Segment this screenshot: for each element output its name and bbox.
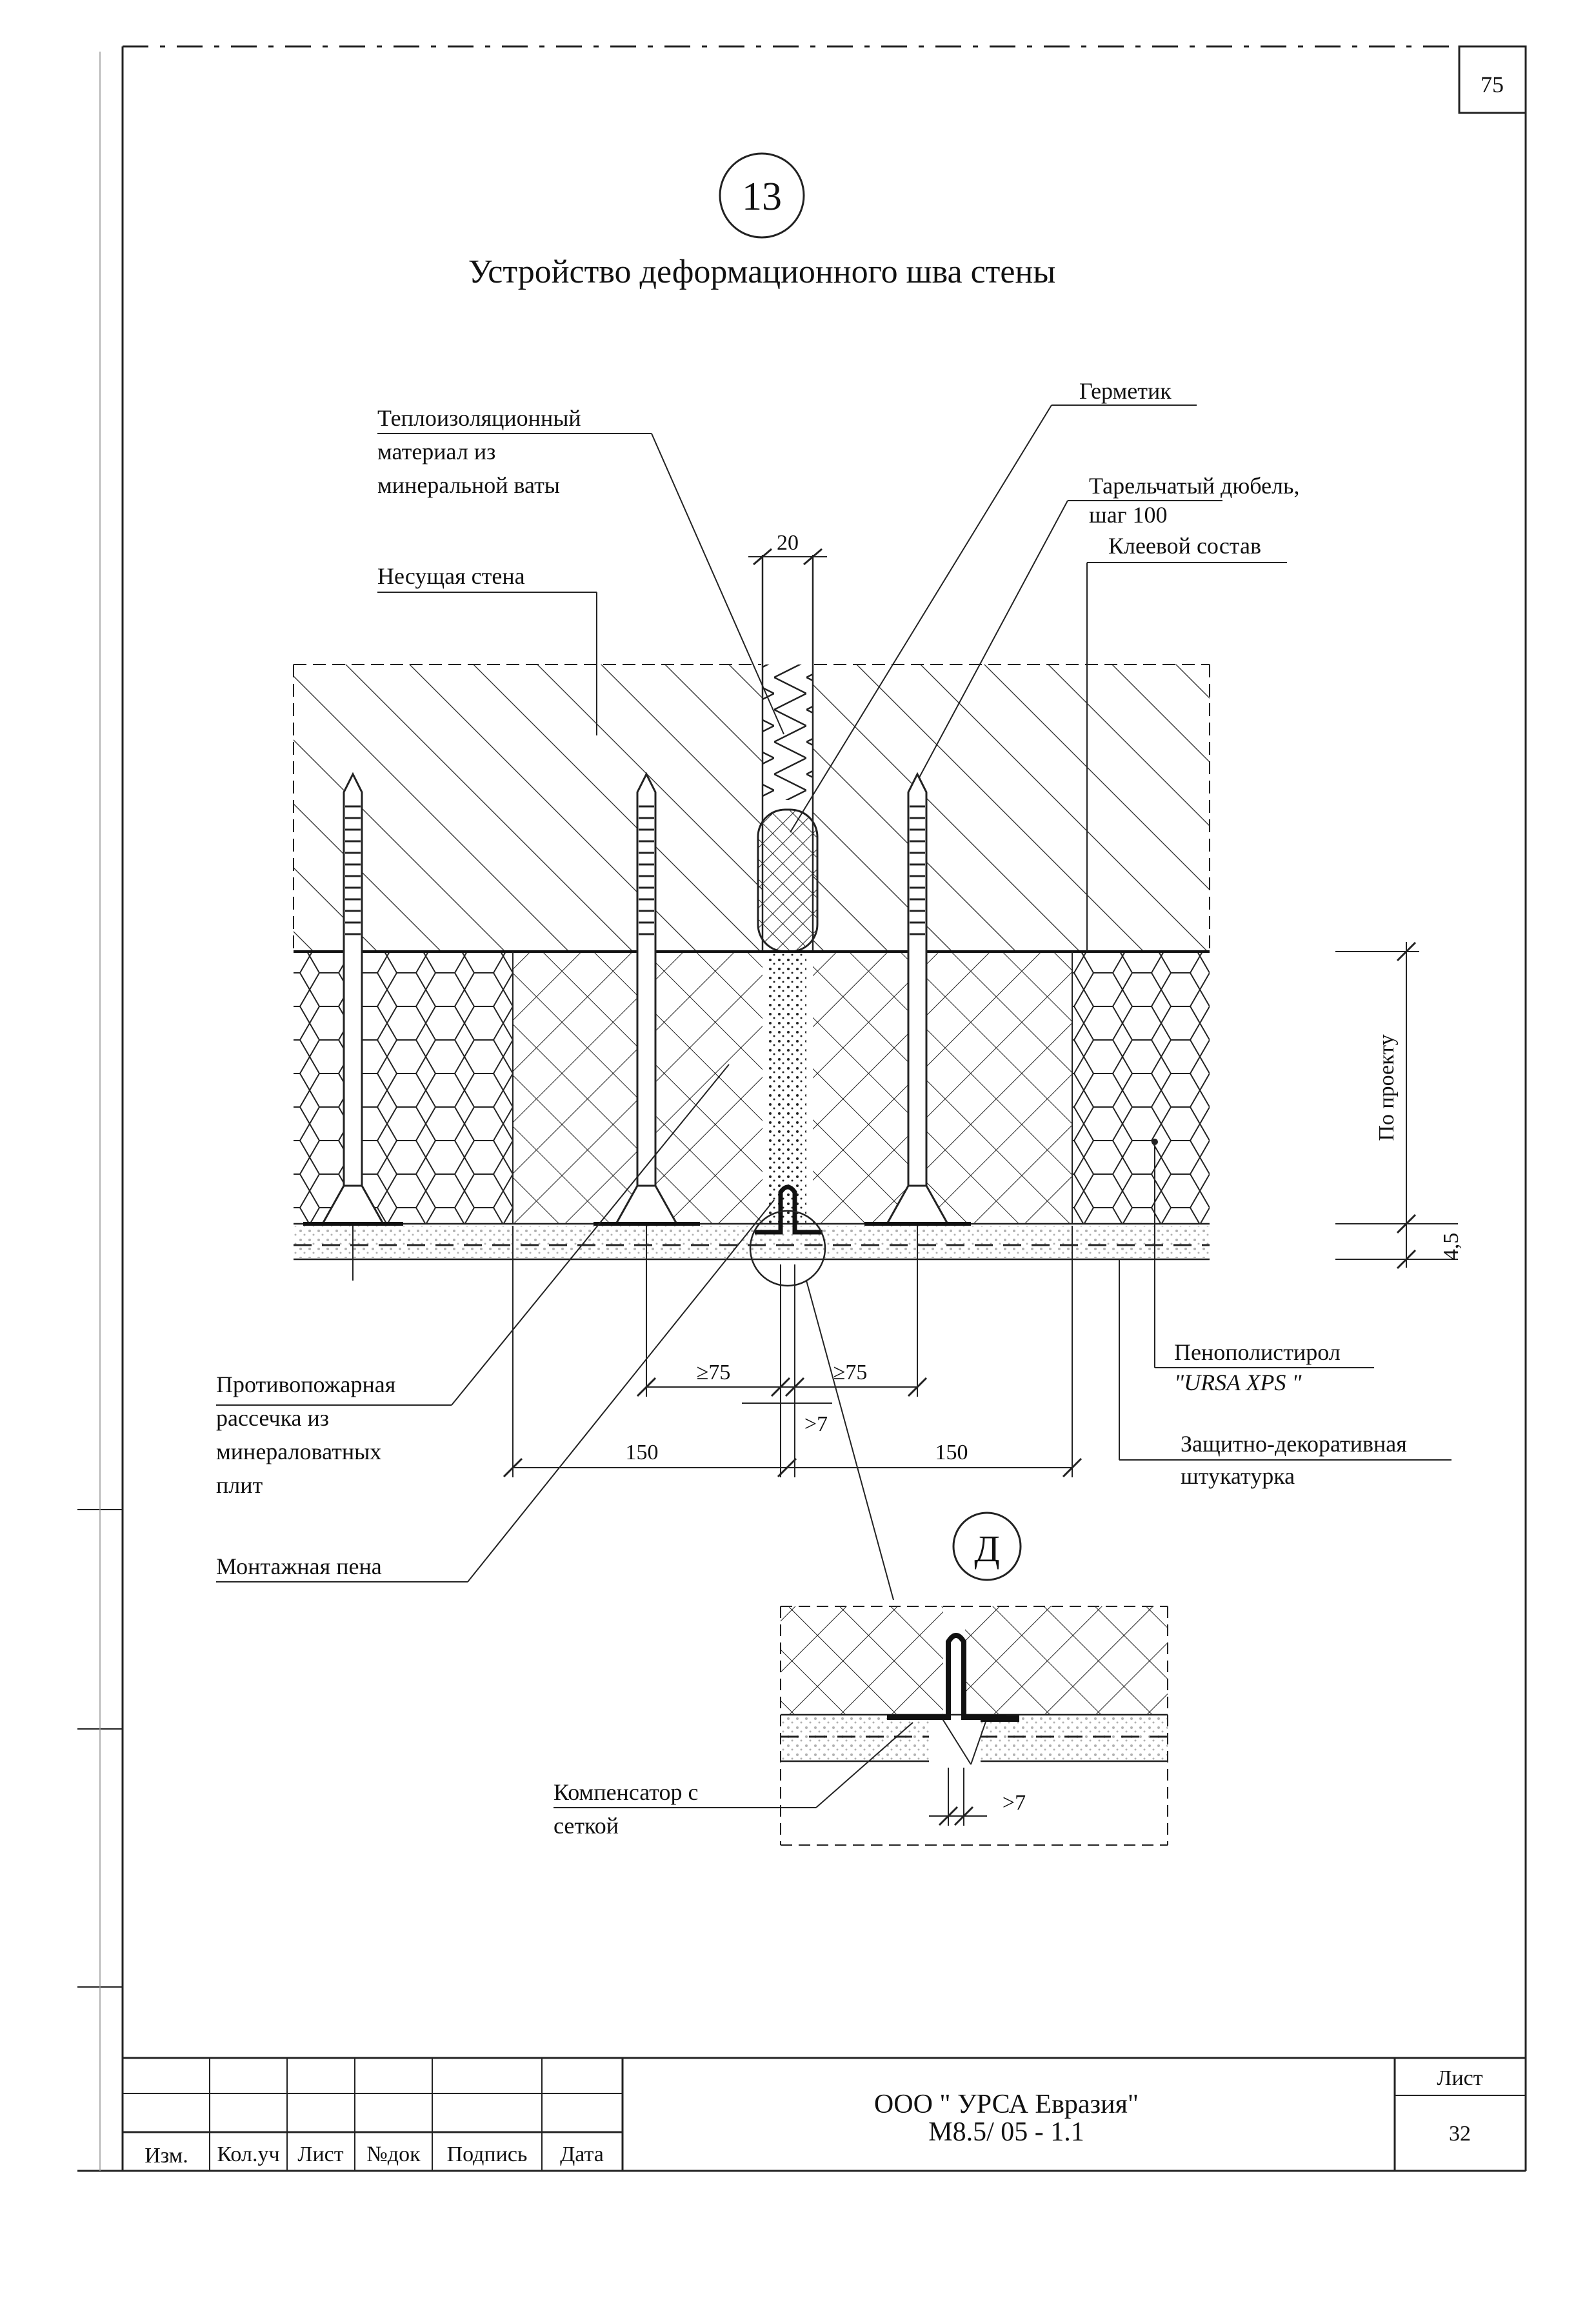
- tb-col-ndok: №док: [366, 2142, 421, 2166]
- label-compensator: Компенсатор с сеткой: [554, 1722, 913, 1839]
- svg-text:рассечка из: рассечка из: [216, 1405, 329, 1431]
- label-fire-break: Противопожарная рассечка из минераловатн…: [216, 1064, 730, 1498]
- tb-sheet-label: Лист: [1437, 2066, 1482, 2090]
- label-foam: Монтажная пена: [216, 1199, 775, 1582]
- callout-d-marker: Д: [952, 1512, 1022, 1581]
- label-sealant: Герметик: [790, 378, 1197, 833]
- svg-text:Монтажная пена: Монтажная пена: [216, 1553, 382, 1579]
- svg-text:Компенсатор с: Компенсатор с: [554, 1779, 699, 1805]
- svg-text:плит: плит: [216, 1472, 263, 1498]
- label-bearing-wall: Несущая стена: [377, 563, 597, 735]
- polystyrene-right: [1072, 952, 1210, 1224]
- bearing-wall: [293, 664, 1210, 952]
- drawing-title: Устройство деформационного шва стены: [468, 254, 1056, 290]
- tb-col-data: Дата: [560, 2142, 604, 2166]
- svg-text:минеральной ваты: минеральной ваты: [377, 472, 560, 498]
- svg-text:≥75: ≥75: [833, 1361, 868, 1384]
- detail-number-marker: 13: [719, 152, 805, 239]
- tb-col-izm: Изм.: [145, 2144, 188, 2168]
- label-polystyrene: Пенополистирол "URSA XPS ": [1152, 1139, 1374, 1395]
- tb-col-koluch: Кол.уч: [217, 2142, 279, 2166]
- svg-text:150: 150: [626, 1441, 659, 1464]
- svg-text:Теплоизоляционный: Теплоизоляционный: [377, 405, 581, 431]
- corner-sheet-number: 75: [1458, 45, 1527, 114]
- svg-text:По проекту: По проекту: [1375, 1034, 1399, 1141]
- callout-leader: [806, 1280, 894, 1601]
- label-insulation: Теплоизоляционный материал из минерально…: [377, 405, 784, 735]
- dim-bottom: ≥75 ≥75 >7 150 150: [503, 1226, 1082, 1478]
- svg-text:4,5: 4,5: [1439, 1233, 1463, 1261]
- tb-document-code: М8.5/ 05 - 1.1: [928, 2117, 1084, 2147]
- title-block: [123, 2057, 1526, 2171]
- compensator-main: [749, 1184, 826, 1287]
- tb-organization: ООО " УРСА Евразия": [874, 2090, 1139, 2119]
- svg-text:Несущая стена: Несущая стена: [377, 563, 525, 589]
- svg-text:минераловатных: минераловатных: [216, 1439, 381, 1464]
- svg-text:штукатурка: штукатурка: [1181, 1463, 1295, 1489]
- svg-text:75: 75: [1481, 72, 1504, 97]
- svg-text:Тарельчатый дюбель,: Тарельчатый дюбель,: [1089, 473, 1299, 499]
- svg-text:13: 13: [742, 175, 782, 219]
- svg-text:шаг 100: шаг 100: [1089, 502, 1167, 528]
- dim-detail-gap: >7: [929, 1768, 1026, 1826]
- svg-text:Противопожарная: Противопожарная: [216, 1372, 395, 1397]
- dowel-2: [594, 772, 700, 1281]
- svg-text:Герметик: Герметик: [1079, 378, 1172, 404]
- svg-text:150: 150: [935, 1441, 968, 1464]
- tb-sheet-number: 32: [1449, 2122, 1471, 2146]
- svg-text:>7: >7: [1002, 1791, 1026, 1815]
- svg-text:20: 20: [777, 531, 799, 555]
- polystyrene-left: [294, 952, 513, 1224]
- dim-thickness: По проекту 4,5: [1335, 941, 1463, 1270]
- tb-col-podpis: Подпись: [447, 2142, 528, 2166]
- svg-text:Пенополистирол: Пенополистирол: [1174, 1339, 1341, 1365]
- label-dowel: Тарельчатый дюбель, шаг 100: [919, 473, 1299, 778]
- svg-text:Д: Д: [974, 1528, 1000, 1570]
- detail-d-drawing: [780, 1606, 1168, 1846]
- fire-break-right: [813, 952, 1072, 1224]
- svg-text:материал из: материал из: [377, 439, 495, 464]
- svg-text:"URSA XPS ": "URSA XPS ": [1174, 1370, 1302, 1395]
- foam-strip: [763, 952, 813, 1224]
- sealant-plug: [757, 808, 819, 953]
- dowel-3: [864, 772, 971, 1281]
- label-adhesive: Клеевой состав: [1086, 533, 1287, 952]
- tb-col-list: Лист: [297, 2142, 343, 2166]
- sheet-frame: [77, 45, 1527, 2172]
- svg-text:сеткой: сеткой: [554, 1813, 619, 1839]
- label-plaster: Защитно-декоративная штукатурка: [1119, 1259, 1451, 1489]
- svg-text:Защитно-декоративная: Защитно-декоративная: [1181, 1431, 1407, 1457]
- dowel-1: [303, 772, 403, 1281]
- svg-text:≥75: ≥75: [697, 1361, 731, 1384]
- svg-text:>7: >7: [804, 1412, 828, 1436]
- svg-text:Клеевой состав: Клеевой состав: [1108, 533, 1261, 559]
- dim-joint-width: 20: [748, 531, 827, 566]
